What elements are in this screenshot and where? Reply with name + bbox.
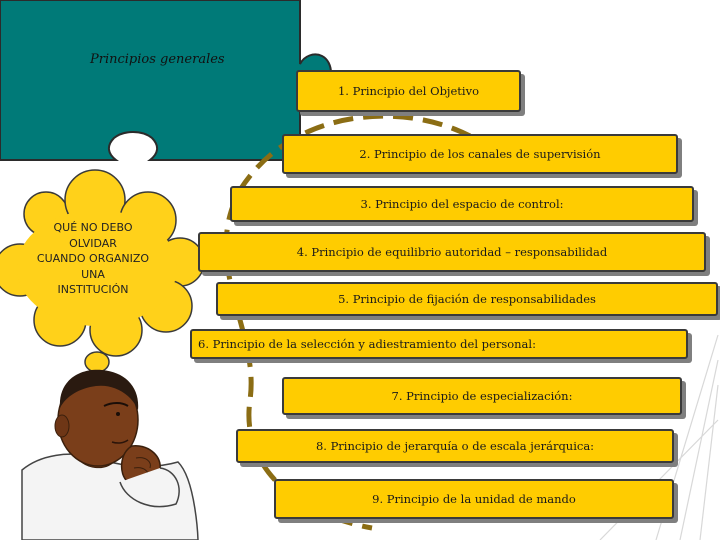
thought-line: OLVIDAR [69,236,117,250]
thought-line: QUÉ NO DEBO [53,221,133,234]
principle-box-2: 2. Principio de los canales de supervisi… [282,134,678,174]
thought-line: INSTITUCIÓN [57,283,129,296]
principle-box-7: 7. Principio de especialización: [282,377,682,415]
thought-cloud-text: QUÉ NO DEBO OLVIDAR CUANDO ORGANIZO UNA … [20,220,166,298]
principle-box-9: 9. Principio de la unidad de mando [274,479,674,519]
principle-box-5: 5. Principio de fijación de responsabili… [216,282,718,316]
slide-title: Principios generales [90,52,225,67]
thought-line: CUANDO ORGANIZO [36,252,150,265]
principle-box-8: 8. Principio de jerarquía o de escala je… [236,429,674,463]
principle-box-4: 4. Principio de equilibrio autoridad – r… [198,232,706,272]
principle-box-3: 3. Principio del espacio de control: [230,186,694,222]
thought-line: UNA [81,267,105,281]
principle-box-1: 1. Principio del Objetivo [296,70,521,112]
principle-box-6: 6. Principio de la selección y adiestram… [190,329,688,359]
thought-cloud-icon [0,169,205,402]
dashed-arc-decoration [223,113,472,531]
thinking-man-icon [21,369,199,540]
